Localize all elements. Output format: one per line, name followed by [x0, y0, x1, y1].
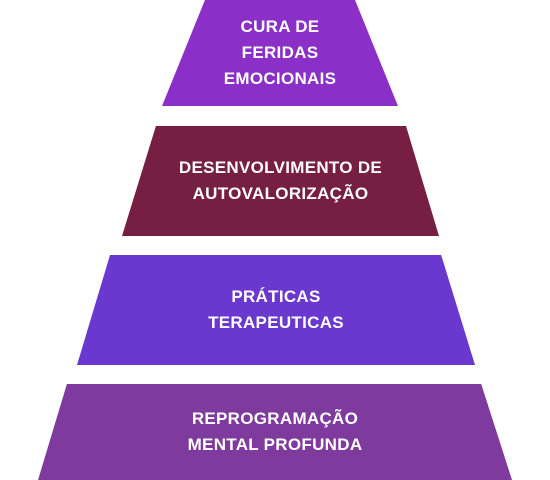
- tier-label-line: PRÁTICAS: [231, 287, 321, 306]
- pyramid-tier-third: PRÁTICAS TERAPEUTICAS: [77, 255, 475, 365]
- pyramid-tier-base: REPROGRAMAÇÃO MENTAL PROFUNDA: [38, 384, 512, 480]
- pyramid-tier-top: CURA DE FERIDAS EMOCIONAIS: [162, 0, 398, 106]
- tier-label-line: FERIDAS: [241, 43, 319, 62]
- tier-label-line: REPROGRAMAÇÃO: [191, 409, 359, 428]
- tier-label-line: DESENVOLVIMENTO DE: [178, 158, 383, 177]
- tier-label-line: MENTAL PROFUNDA: [187, 435, 363, 454]
- tier-label-line: AUTOVALORIZAÇÃO: [192, 184, 369, 203]
- tier-label-line: TERAPEUTICAS: [208, 313, 344, 332]
- tier-label-line: CURA DE: [240, 17, 320, 36]
- pyramid-tier-second: DESENVOLVIMENTO DE AUTOVALORIZAÇÃO: [122, 126, 439, 236]
- tier-label-line: EMOCIONAIS: [223, 69, 337, 88]
